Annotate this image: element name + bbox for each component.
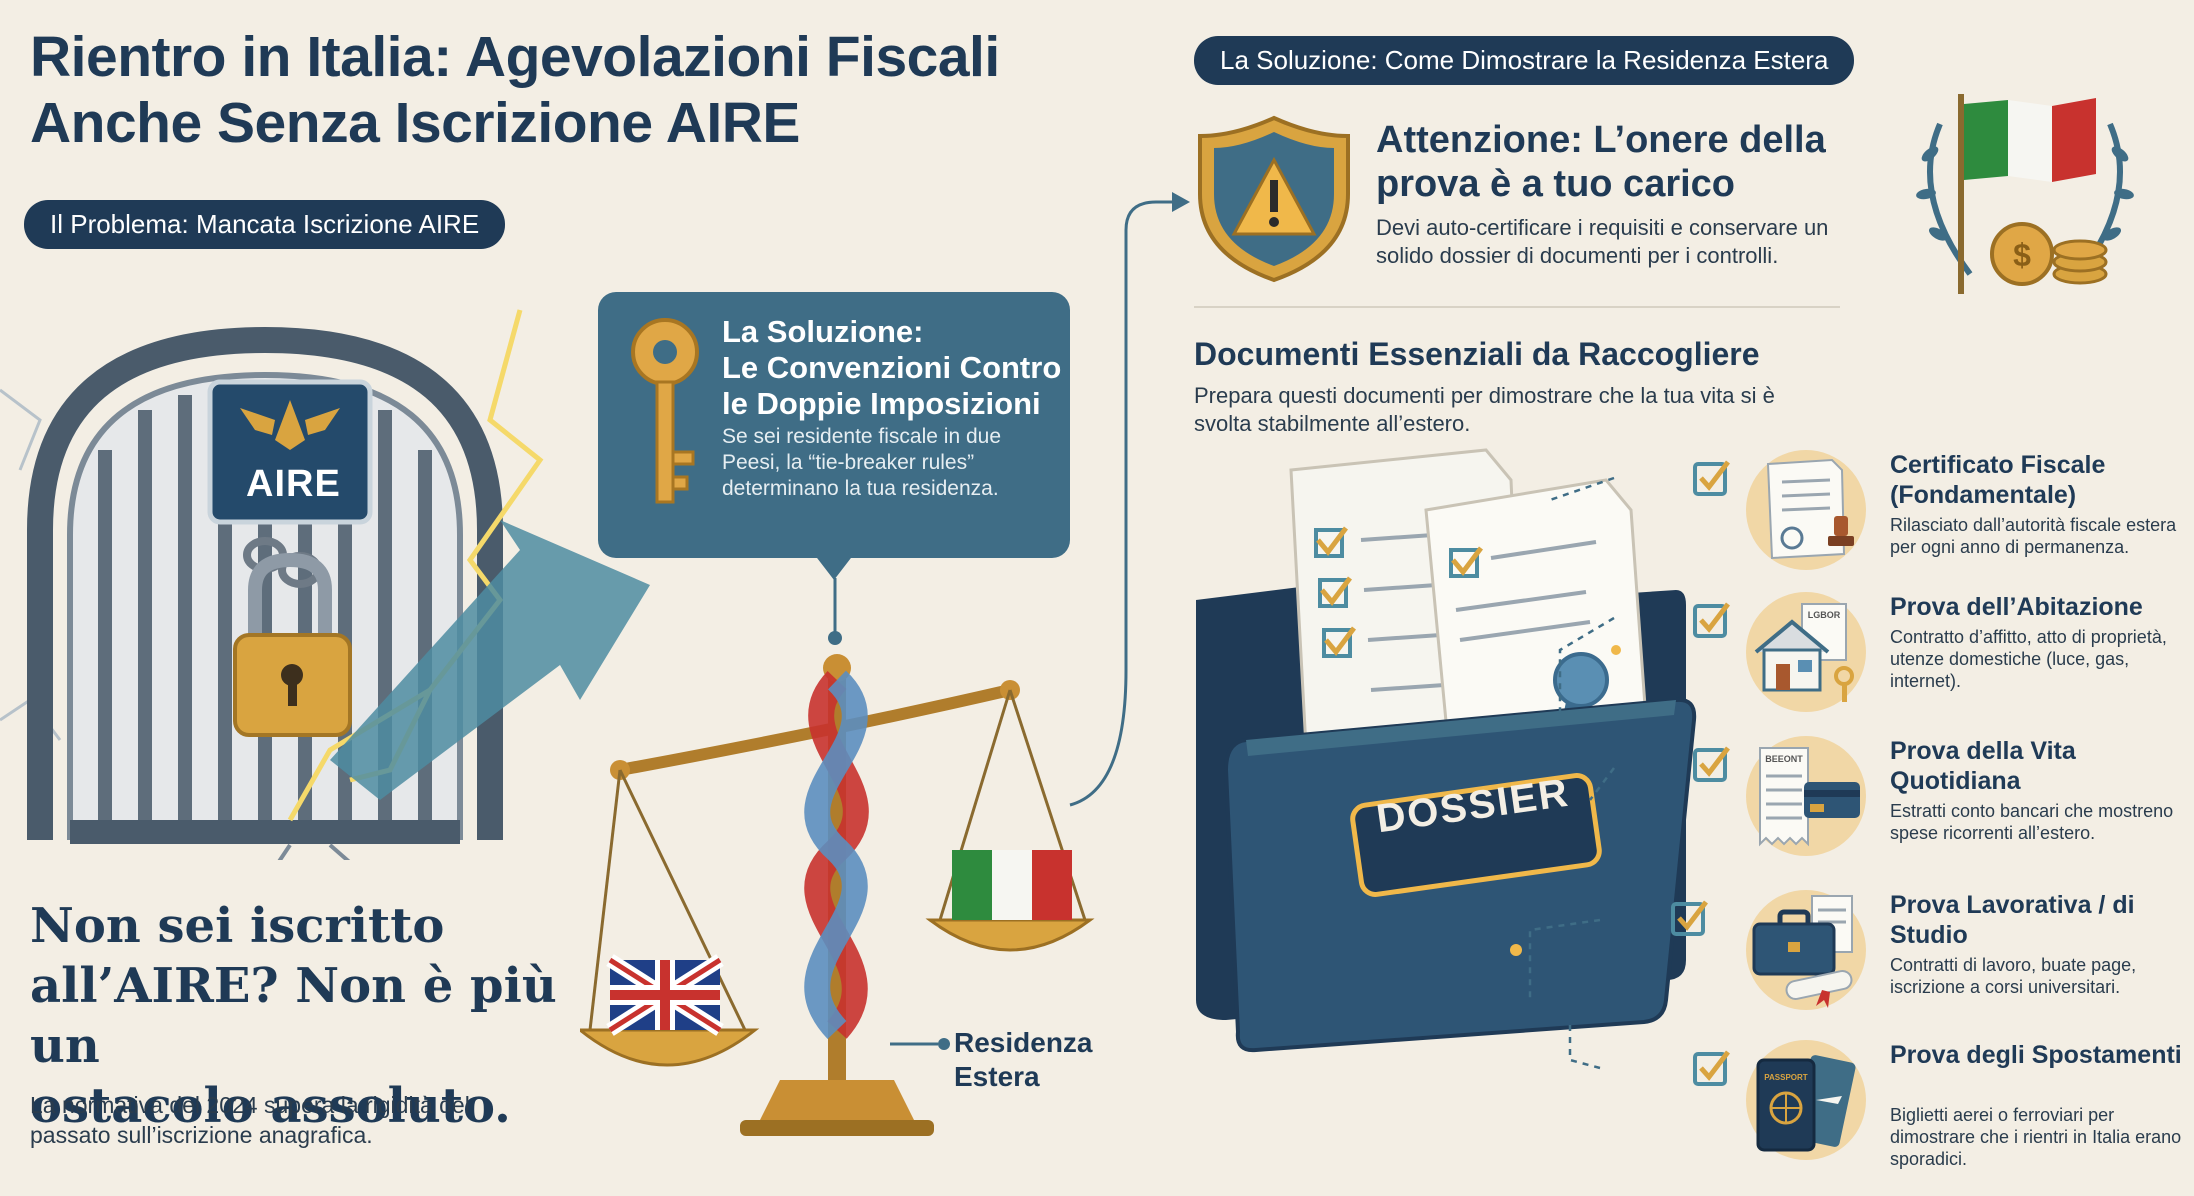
document-item-text: Rilasciato dall’autorità fiscale estera … bbox=[1890, 515, 2177, 557]
document-item-4: Prova Lavorativa / di Studio Contratti d… bbox=[1671, 890, 2192, 1020]
certificate-icon bbox=[1746, 450, 1866, 570]
checkbox-icon bbox=[1693, 602, 1730, 638]
document-item-5: PASSPORT Prova degli Spostamenti Bigliet… bbox=[1692, 1040, 2192, 1170]
bubble-title: La Soluzione: Le Convenzioni Contro le D… bbox=[722, 314, 1062, 422]
dashed-connectors bbox=[1528, 476, 1615, 1070]
receipt-doc-label: BEEONT bbox=[1765, 754, 1803, 764]
passport-doc-label: PASSPORT bbox=[1764, 1073, 1808, 1082]
document-item-2: LGBOR Prova dell’Abitazione Contratto d’… bbox=[1692, 592, 2192, 722]
briefcase-icon bbox=[1746, 890, 1866, 1010]
document-item-text: Contratto d’affitto, atto di proprietà, … bbox=[1890, 627, 2167, 691]
aire-sign-label: AIRE bbox=[246, 463, 341, 505]
page-title-line-2: Anche Senza Iscrizione AIRE bbox=[30, 91, 800, 155]
italy-flag-coins-icon: $ bbox=[1916, 94, 2134, 294]
solution-label: La Soluzione: Come Dimostrare la Residen… bbox=[1194, 36, 1855, 85]
document-item-text: Contratti di lavoro, buate page, iscrizi… bbox=[1890, 955, 2137, 997]
section-divider bbox=[1194, 306, 1840, 308]
document-item-title: Prova dell’Abitazione bbox=[1890, 593, 2143, 621]
document-item-title: Prova degli Spostamenti bbox=[1890, 1041, 2182, 1069]
svg-text:$: $ bbox=[2013, 237, 2031, 273]
checkbox-icon bbox=[1693, 460, 1730, 496]
problem-label: Il Problema: Mancata Iscrizione AIRE bbox=[24, 200, 506, 249]
main-statement-line-3: ostacolo assoluto. bbox=[30, 1078, 511, 1134]
bubble-title-line-1: La Soluzione: bbox=[722, 314, 924, 349]
main-statement-line-2: all’AIRE? Non è più un bbox=[30, 958, 557, 1074]
lease-doc-label: LGBOR bbox=[1808, 610, 1841, 620]
scales-of-justice-illustration bbox=[580, 654, 1095, 1136]
bubble-text: Se sei residente fiscale in due Peesi, l… bbox=[722, 425, 1001, 500]
checkbox-icon bbox=[1671, 900, 1708, 936]
page-title-line-1: Rientro in Italia: Agevolazioni Fiscali bbox=[30, 25, 1000, 89]
main-statement: Non sei iscritto all’AIRE? Non è più un … bbox=[30, 896, 630, 1136]
page-title: Rientro in Italia: Agevolazioni Fiscali … bbox=[30, 24, 1080, 156]
bubble-tail bbox=[814, 554, 854, 580]
document-item-title: Prova Lavorativa / di Studio bbox=[1890, 891, 2135, 949]
residenza-estera-label: Residenza Estera bbox=[954, 1027, 1093, 1092]
documents-text: Prepara questi documenti per dimostrare … bbox=[1194, 383, 1775, 436]
checkbox-icon bbox=[1693, 1050, 1730, 1086]
document-item-text: Biglietti aerei o ferroviari per dimostr… bbox=[1890, 1105, 2182, 1169]
warning-shield-icon bbox=[1198, 115, 1350, 283]
attention-title: Attenzione: L’onere della prova è a tuo … bbox=[1376, 119, 1826, 205]
document-item-title: Certificato Fiscale (Fondamentale) bbox=[1890, 451, 2106, 509]
receipt-icon: BEEONT bbox=[1746, 736, 1866, 856]
document-item-text: Estratti conto bancari che mostreno spes… bbox=[1890, 801, 2174, 843]
document-item-1: Certificato Fiscale (Fondamentale) Rilas… bbox=[1692, 450, 2192, 580]
passport-icon: PASSPORT bbox=[1746, 1040, 1866, 1160]
documents-title: Documenti Essenziali da Raccogliere bbox=[1194, 336, 1760, 372]
bubble-title-line-3: le Doppie Imposizioni bbox=[722, 386, 1041, 421]
residenza-pointer bbox=[890, 1038, 950, 1050]
bubble-title-line-2: Le Convenzioni Contro bbox=[722, 350, 1062, 385]
document-item-title: Prova della Vita Quotidiana bbox=[1890, 737, 2076, 795]
document-item-3: BEEONT Prova della Vita Quotidiana Estra… bbox=[1692, 736, 2192, 866]
house-icon: LGBOR bbox=[1746, 592, 1866, 712]
main-statement-line-1: Non sei iscritto bbox=[30, 898, 445, 954]
sub-statement: La normativa del 2024 supera la rigidità… bbox=[30, 1092, 470, 1148]
locked-gate-illustration bbox=[0, 309, 650, 860]
checkbox-icon bbox=[1693, 746, 1730, 782]
dossier-folder-illustration bbox=[1196, 448, 1697, 1053]
bubble-connector bbox=[828, 578, 842, 645]
attention-text: Devi auto-certificare i requisiti e cons… bbox=[1376, 215, 1829, 268]
solution-bubble: La Soluzione: Le Convenzioni Contro le D… bbox=[598, 292, 1070, 558]
connector-arrow bbox=[1069, 192, 1190, 807]
key-icon bbox=[631, 318, 699, 504]
